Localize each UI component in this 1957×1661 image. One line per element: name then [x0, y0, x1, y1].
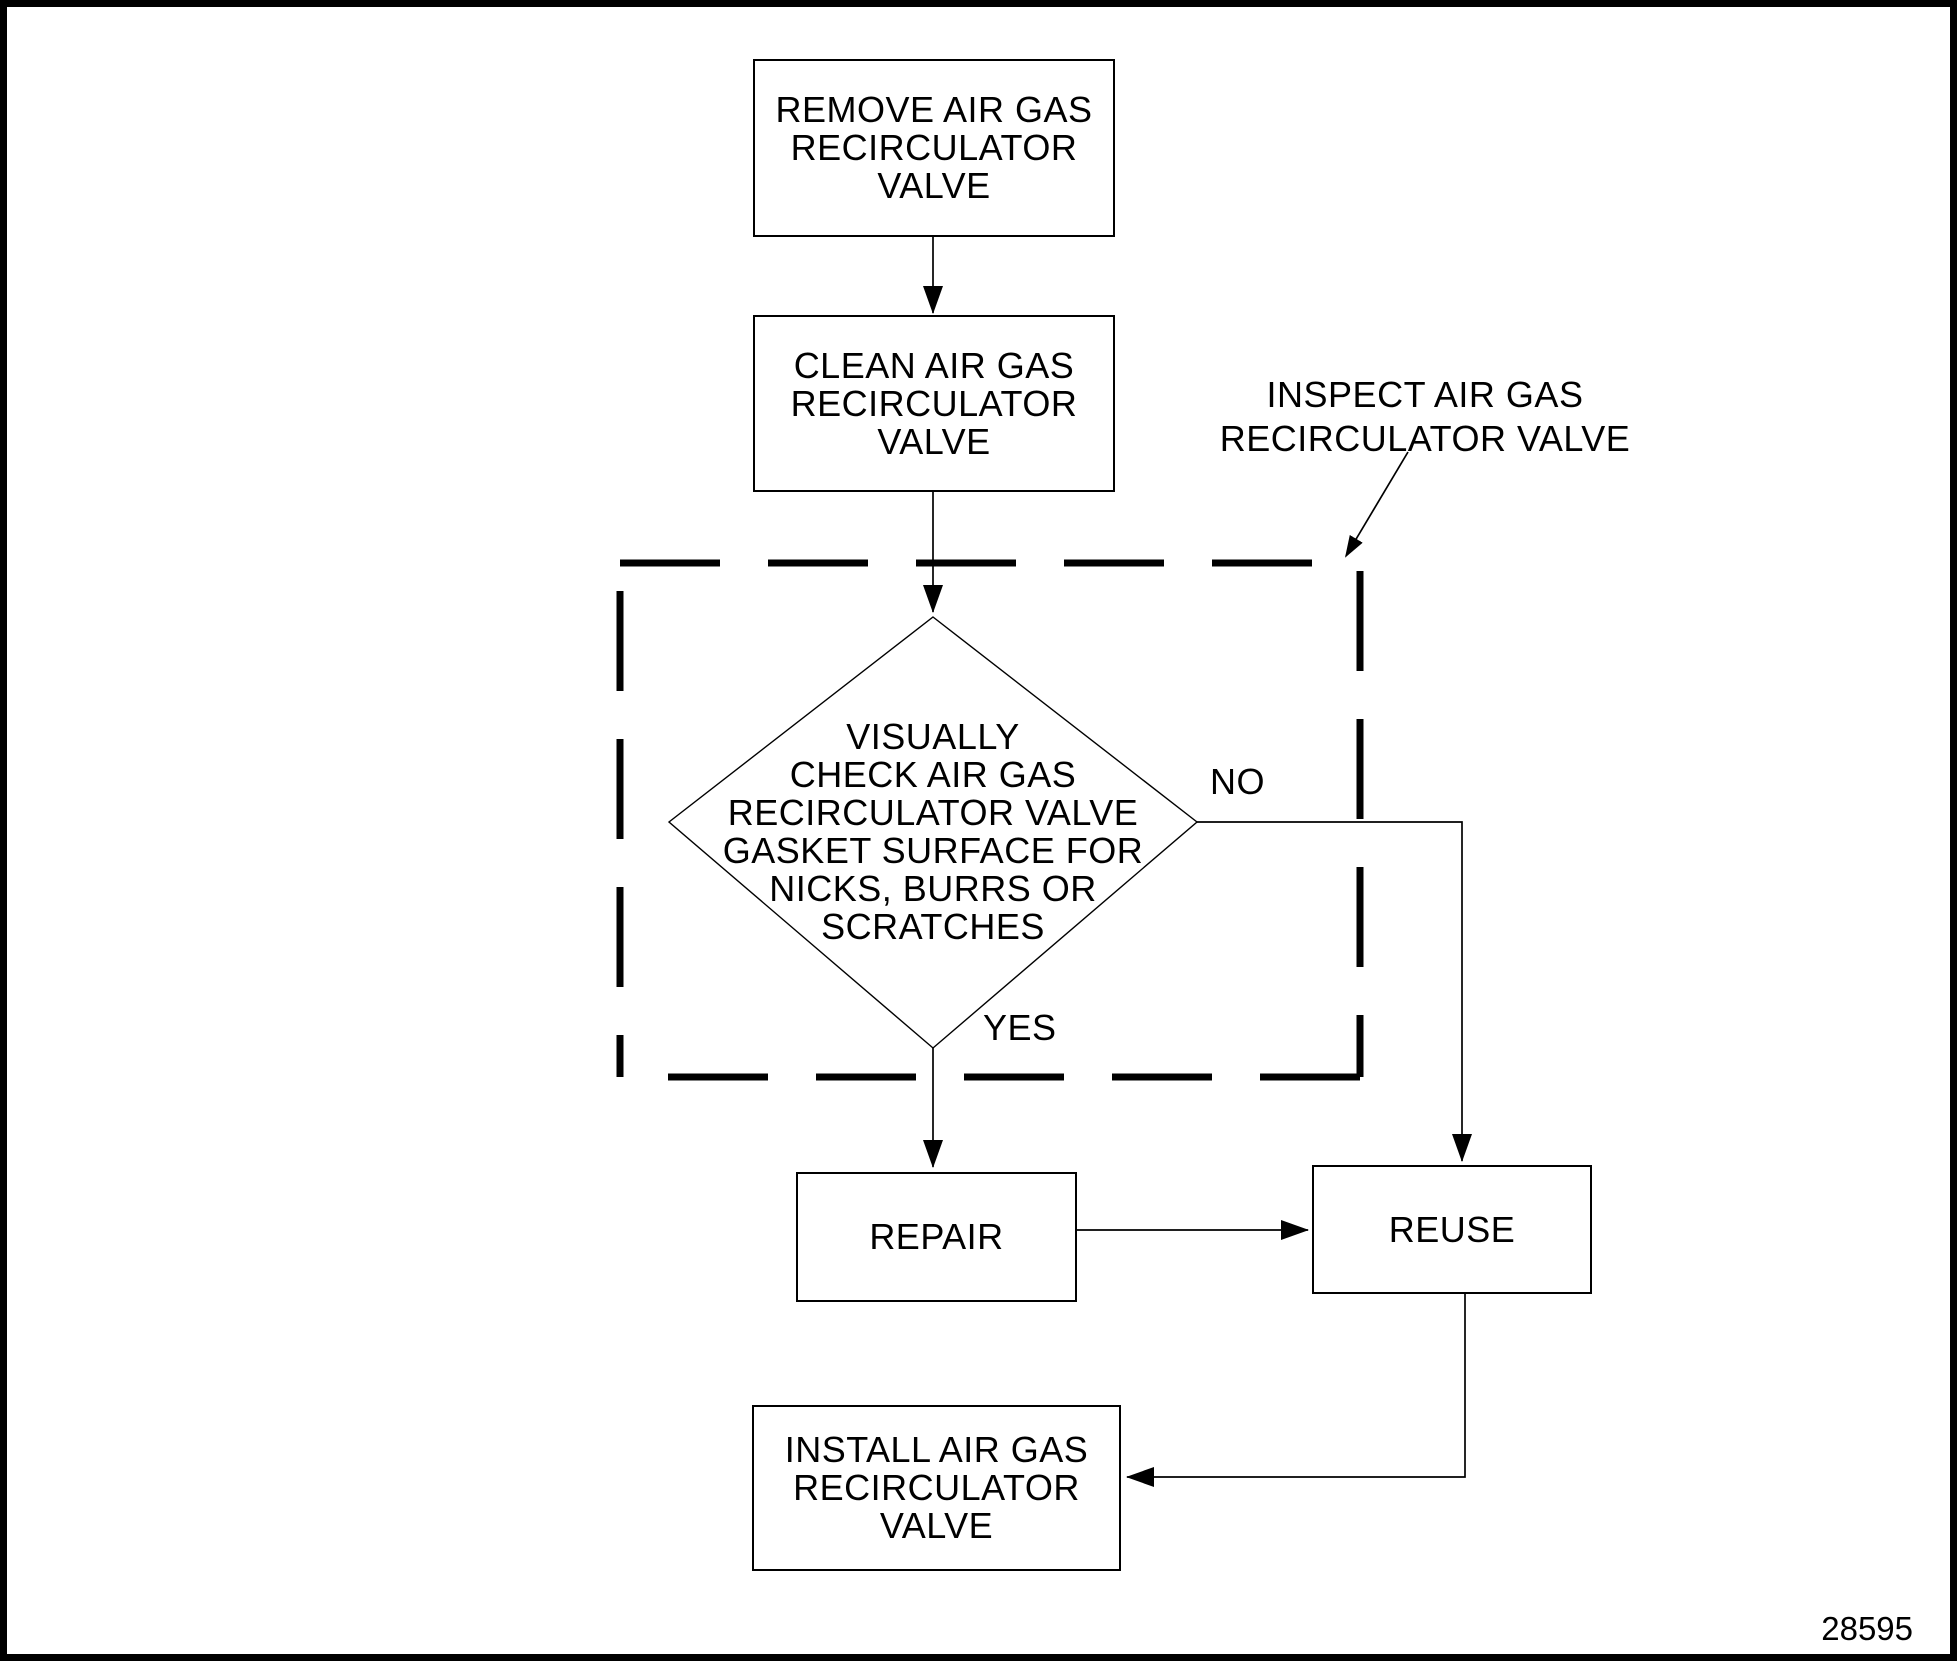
step-clean-valve: CLEAN AIR GAS RECIRCULATOR VALVE [753, 315, 1115, 492]
inspect-dashed-boundary [616, 559, 1364, 1081]
branch-label-yes: YES [983, 1007, 1057, 1048]
step-remove-valve: REMOVE AIR GAS RECIRCULATOR VALVE [753, 59, 1115, 237]
arrow-no-decision-to-reuse [1197, 821, 1472, 1162]
decision-line: GASKET SURFACE FOR [722, 830, 1144, 871]
step-remove-line: RECIRCULATOR [790, 127, 1078, 168]
branch-label-no: NO [1210, 761, 1265, 802]
inspect-callout-leader-arrow [1344, 451, 1409, 558]
step-install-line: RECIRCULATOR [793, 1467, 1080, 1508]
arrow-reuse-to-install [1126, 1294, 1466, 1487]
decision-check-gasket-text: VISUALLY CHECK AIR GAS RECIRCULATOR VALV… [683, 718, 1183, 946]
step-repair: REPAIR [796, 1172, 1077, 1302]
step-clean-line: CLEAN AIR GAS [793, 344, 1075, 386]
decision-line: NICKS, BURRS OR [769, 868, 1097, 909]
step-install-line: VALVE [879, 1505, 994, 1546]
decision-line: VISUALLY [846, 716, 1020, 757]
step-reuse-label: REUSE [1388, 1208, 1516, 1250]
step-reuse: REUSE [1312, 1165, 1592, 1294]
step-install-valve: INSTALL AIR GAS RECIRCULATOR VALVE [752, 1405, 1121, 1571]
step-install-line: INSTALL AIR GAS [784, 1429, 1089, 1470]
inspect-callout-line: INSPECT AIR GAS [1266, 374, 1584, 415]
step-remove-line: VALVE [877, 165, 991, 206]
inspect-callout-label: INSPECT AIR GAS RECIRCULATOR VALVE [1175, 373, 1675, 461]
step-repair-label: REPAIR [869, 1216, 1004, 1257]
inspect-callout-line: RECIRCULATOR VALVE [1219, 418, 1631, 459]
decision-line: CHECK AIR GAS [789, 754, 1077, 795]
figure-number: 28595 [1821, 1610, 1913, 1647]
step-clean-line: VALVE [877, 420, 991, 462]
step-remove-line: REMOVE AIR GAS [775, 89, 1093, 130]
decision-line: SCRATCHES [821, 906, 1045, 947]
step-clean-line: RECIRCULATOR [790, 382, 1078, 424]
decision-line: RECIRCULATOR VALVE [727, 792, 1139, 833]
